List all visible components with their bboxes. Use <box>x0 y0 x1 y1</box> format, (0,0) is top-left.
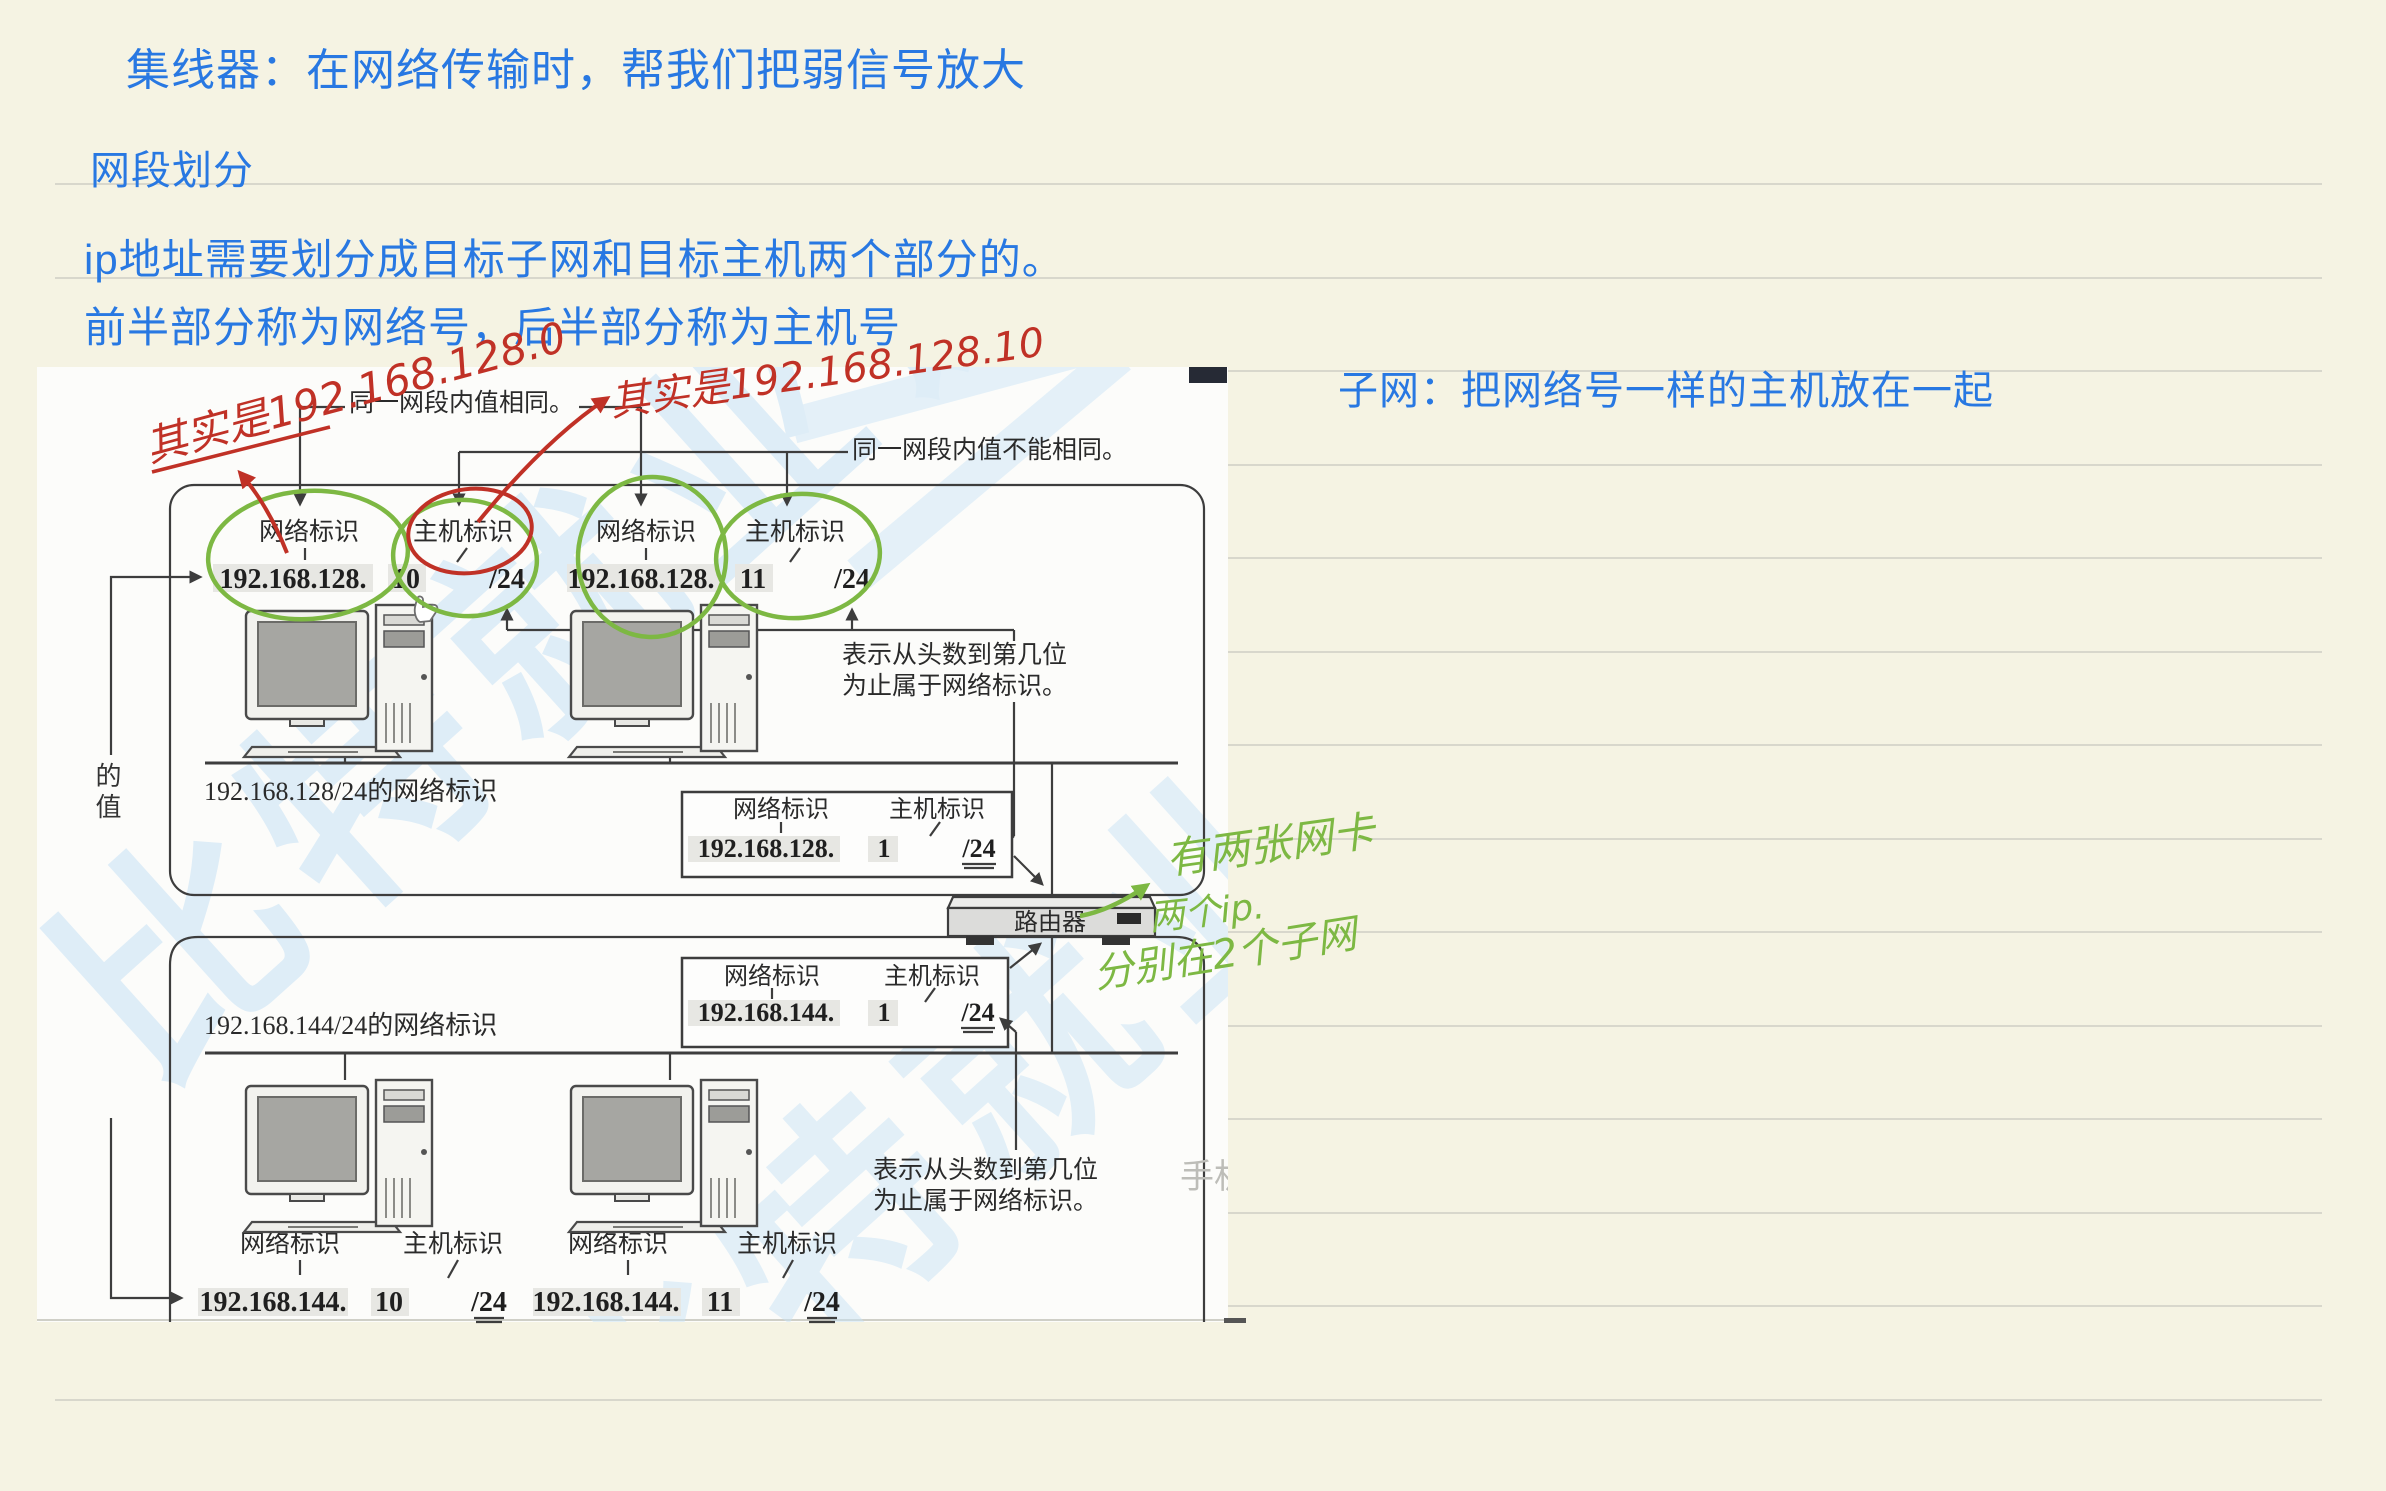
red-underline <box>151 425 331 474</box>
prefix-note-lower-line1: 表示从头数到第几位 <box>873 1156 1098 1184</box>
net-id-label: 网络标识 <box>240 1230 340 1258</box>
left-vertical-note: 网段不同则必须配置不同的值 <box>92 762 121 824</box>
ruled-line <box>55 183 2322 185</box>
host-id-label: 主机标识 <box>889 796 985 823</box>
host-id-label: 主机标识 <box>413 518 513 546</box>
note-heading-segment[interactable]: 网段划分 <box>90 149 254 193</box>
mask-value: /24 <box>470 1287 507 1318</box>
ip-host-value: 10 <box>375 1287 403 1318</box>
value-highlights <box>198 564 898 1316</box>
red-arrow-1 <box>237 469 289 554</box>
resize-handle-mark <box>1224 1318 1246 1323</box>
router-label: 路由器 <box>1014 909 1086 936</box>
video-progress-fragment <box>1189 367 1227 383</box>
ip-host-value: 1 <box>878 998 891 1027</box>
host-id-label: 主机标识 <box>745 518 845 546</box>
ip-host-value: 1 <box>878 834 891 863</box>
ip-net-value: 192.168.128. <box>220 564 367 595</box>
red-arrow-2 <box>476 395 611 524</box>
net-id-label: 网络标识 <box>259 518 359 546</box>
host-id-label: 主机标识 <box>884 963 980 990</box>
ip-net-value: 192.168.128. <box>698 834 835 863</box>
green-ink <box>205 474 1151 919</box>
left-vertical-note-wrap: 网段不同则必须配置不同的值 <box>92 762 121 824</box>
diff-segment-note: 同一网段内值不能相同。 <box>852 436 1127 464</box>
mask-value: /24 <box>803 1287 840 1318</box>
ruled-line <box>55 1398 2322 1401</box>
phone-watermark: 手机用 <box>1180 1158 1282 1196</box>
green-arrow <box>1079 882 1151 919</box>
segment2-label: 192.168.144/24的网络标识 <box>204 1011 497 1040</box>
same-segment-note: 同一网段内值相同。 <box>349 389 574 417</box>
net-id-label: 网络标识 <box>568 1230 668 1258</box>
green-circle-net1 <box>205 488 411 622</box>
segment1-label: 192.168.128/24的网络标识 <box>204 777 497 806</box>
green-circle-net2 <box>575 474 729 640</box>
prefix-note-lower-line2: 为止属于网络标识。 <box>873 1187 1098 1215</box>
printed-text: 同一网段内值相同。 同一网段内值不能相同。 网络标识 主机标识 网络标识 主机标… <box>200 389 1128 1318</box>
host-id-label: 主机标识 <box>403 1230 503 1258</box>
prefix-note-upper-line1: 表示从头数到第几位 <box>842 641 1067 669</box>
mask-value: /24 <box>961 834 995 863</box>
mask-value: /24 <box>960 998 994 1027</box>
note-line-hub[interactable]: 集线器：在网络传输时，帮我们把弱信号放大 <box>126 46 1026 95</box>
note-line-ip-split[interactable]: ip地址需要划分成目标子网和目标主机两个部分的。 <box>84 236 1065 283</box>
green-circle-host1 <box>390 497 540 619</box>
prefix-note-upper-line2: 为止属于网络标识。 <box>842 672 1067 700</box>
green-circle-host2 <box>713 491 883 621</box>
red-ink <box>151 395 611 576</box>
net-id-label: 网络标识 <box>596 518 696 546</box>
ruled-line <box>55 276 2322 279</box>
net-id-label: 网络标识 <box>733 796 829 823</box>
note-line-net-host[interactable]: 前半部分称为网络号，后半部分称为主机号 <box>84 304 902 351</box>
ip-net-value: 192.168.144. <box>533 1287 680 1318</box>
segment2-box <box>168 935 1206 1322</box>
ip-net-value: 192.168.144. <box>200 1287 347 1318</box>
ip-host-value: 11 <box>707 1287 733 1318</box>
ip-net-value: 192.168.128. <box>568 564 715 595</box>
ip-host-value: 11 <box>740 564 766 595</box>
ip-net-value: 192.168.144. <box>698 998 835 1027</box>
host-id-label: 主机标识 <box>737 1230 837 1258</box>
red-circle-host-label <box>406 486 534 576</box>
note-line-subnet[interactable]: 子网：把网络号一样的主机放在一起 <box>1338 369 1994 413</box>
net-id-label: 网络标识 <box>724 963 820 990</box>
